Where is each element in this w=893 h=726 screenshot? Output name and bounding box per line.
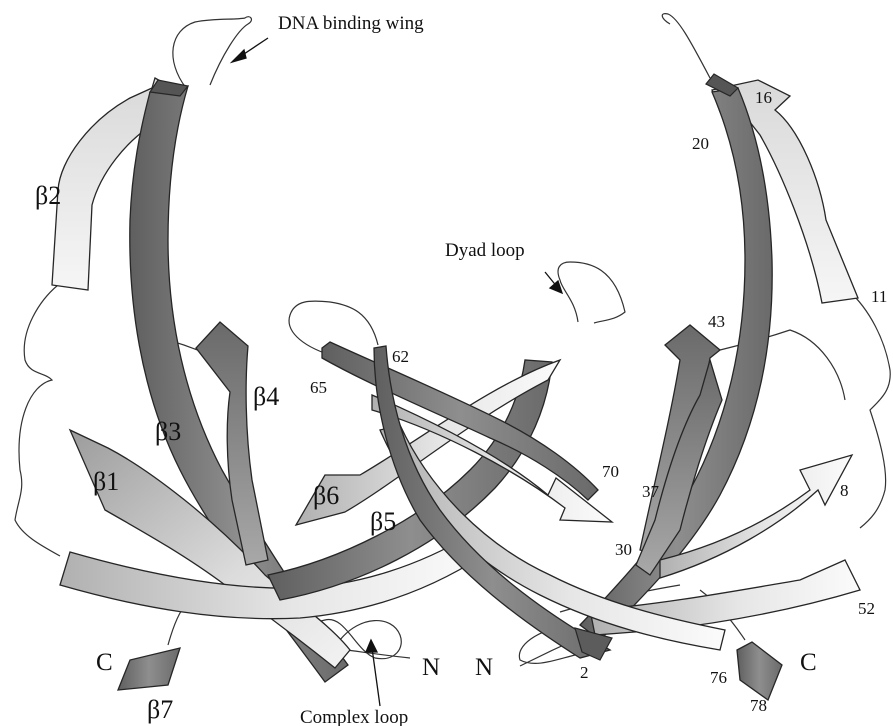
strand-block-76-78 xyxy=(737,642,782,700)
label-res-78: 78 xyxy=(750,696,767,715)
label-n-right: N xyxy=(475,654,493,681)
coil-dyad-loop-right xyxy=(558,262,625,323)
label-res-65: 65 xyxy=(310,378,327,397)
label-beta1: β1 xyxy=(93,467,119,496)
arrowhead-complex-loop xyxy=(366,640,377,652)
label-beta3: β3 xyxy=(155,417,181,446)
label-res-70: 70 xyxy=(602,462,619,481)
coil-dna-wing-right xyxy=(662,14,710,78)
label-beta4: β4 xyxy=(253,382,279,411)
label-beta7: β7 xyxy=(147,695,173,724)
arrowhead-dna-binding-wing xyxy=(232,50,246,62)
label-dna-binding-wing: DNA binding wing xyxy=(278,13,424,34)
arrow-complex-loop xyxy=(372,648,380,706)
label-n-left: N xyxy=(422,654,440,681)
coil-dna-wing-left xyxy=(173,17,252,88)
arrowhead-dyad-loop xyxy=(550,281,562,293)
label-res-8: 8 xyxy=(840,481,849,500)
coil-left-outer xyxy=(15,285,60,556)
label-res-11: 11 xyxy=(871,287,887,306)
label-res-62: 62 xyxy=(392,347,409,366)
label-complex-loop: Complex loop xyxy=(300,707,408,726)
strand-beta7-left xyxy=(118,648,180,690)
label-res-20: 20 xyxy=(692,134,709,153)
label-beta5: β5 xyxy=(370,507,396,536)
label-res-43: 43 xyxy=(708,312,725,331)
left-monomer xyxy=(15,17,560,690)
label-beta2: β2 xyxy=(35,181,61,210)
label-res-30: 30 xyxy=(615,540,632,559)
label-dyad-loop: Dyad loop xyxy=(445,240,525,261)
label-res-52: 52 xyxy=(858,599,875,618)
label-res-2: 2 xyxy=(580,663,589,682)
label-res-76: 76 xyxy=(710,668,727,687)
coil-right-outer xyxy=(848,290,890,528)
label-c-right: C xyxy=(800,649,817,676)
label-beta6: β6 xyxy=(313,481,339,510)
label-c-left: C xyxy=(96,649,113,676)
label-res-16: 16 xyxy=(755,88,772,107)
label-res-37: 37 xyxy=(642,482,660,501)
